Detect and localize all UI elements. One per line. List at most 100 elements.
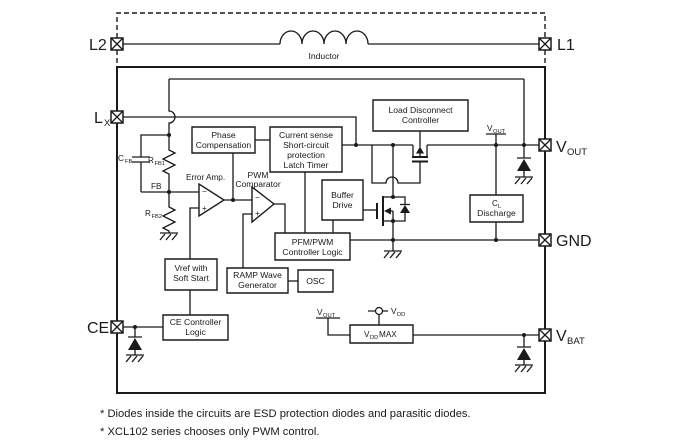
vdd-probe-label-sub: DD bbox=[397, 312, 405, 318]
ce-logic-label-1: CE Controller bbox=[170, 317, 222, 327]
vdd-probe-circle bbox=[376, 308, 383, 315]
phase-compensation-box bbox=[192, 127, 255, 153]
vbat-diode-triangle bbox=[517, 348, 531, 360]
junction-dot bbox=[494, 238, 498, 242]
pmos-terminals bbox=[413, 145, 427, 157]
junction-dot bbox=[391, 238, 395, 242]
pwm-comparator-label-2: Comparator bbox=[235, 179, 281, 189]
phase-compensation-label-2: Compensation bbox=[196, 140, 252, 150]
vout-esd-diode bbox=[515, 145, 533, 184]
ce-logic-box bbox=[163, 315, 228, 340]
vdd-max-label-sub: DD bbox=[370, 335, 378, 341]
pfm-pwm-logic-label-1: PFM/PWM bbox=[292, 237, 334, 247]
pin-gnd-label: GND bbox=[556, 233, 592, 250]
block-vdd-max: V DD MAX bbox=[350, 325, 413, 343]
pin-l2-label: L2 bbox=[89, 37, 107, 54]
vdd-max-label-max: MAX bbox=[379, 330, 397, 339]
pin-lx-x-icon bbox=[111, 111, 123, 123]
ce-logic-label-2: Logic bbox=[185, 327, 206, 337]
junction-dot bbox=[522, 333, 526, 337]
inductor-label: Inductor bbox=[308, 51, 339, 61]
pin-l1-label: L1 bbox=[557, 37, 575, 54]
footnote-2: * XCL102 series chooses only PWM control… bbox=[100, 426, 320, 438]
nmos-ground-symbol bbox=[384, 251, 402, 258]
rfb1-resistor bbox=[163, 135, 175, 192]
load-disconnect-label-2: Controller bbox=[402, 115, 439, 125]
pin-vbat-label: V bbox=[556, 328, 567, 345]
buffer-drive-label-1: Buffer bbox=[331, 190, 354, 200]
pwm-comparator-minus: − bbox=[255, 193, 260, 202]
pwm-comparator: PWM Comparator − + bbox=[235, 170, 285, 268]
pin-l1: L1 bbox=[539, 37, 575, 54]
cfb-capacitor-branch bbox=[132, 135, 169, 192]
pin-vbat-label-sub: BAT bbox=[567, 336, 585, 347]
divider-ground bbox=[160, 233, 178, 240]
ramp-generator-label-1: RAMP Wave bbox=[233, 270, 282, 280]
vout-diode-ground bbox=[515, 177, 533, 184]
load-disconnect-box bbox=[373, 100, 468, 131]
block-phase-compensation: Phase Compensation bbox=[192, 127, 255, 153]
vdd-max-label-v: V bbox=[364, 330, 370, 339]
junction-dot bbox=[494, 143, 498, 147]
junction-dot bbox=[231, 198, 235, 202]
pfm-pwm-logic-box bbox=[275, 233, 350, 260]
osc-box bbox=[298, 270, 333, 292]
buffer-drive-label-2: Drive bbox=[332, 200, 352, 210]
error-amp-triangle bbox=[199, 184, 224, 216]
ce-input-section bbox=[123, 327, 163, 362]
nmos-body-diode-loop bbox=[393, 197, 410, 221]
osc-label: OSC bbox=[306, 276, 325, 286]
pmos-body-arrow bbox=[416, 146, 424, 154]
block-current-sense: Current sense Short-circuit protection L… bbox=[270, 127, 342, 172]
pin-lx-label: L bbox=[94, 110, 103, 127]
rfb2-label-sub: FB2 bbox=[152, 214, 163, 220]
block-vref-soft-start: Vref with Soft Start bbox=[165, 259, 217, 290]
external-inductor-circuit: Inductor bbox=[117, 13, 545, 67]
vdd-max-box bbox=[350, 325, 413, 343]
fb-label: FB bbox=[151, 182, 162, 191]
junction-dot bbox=[391, 143, 395, 147]
error-amp-label: Error Amp. bbox=[186, 173, 225, 182]
vref-label-1: Vref with bbox=[174, 263, 207, 273]
pwm-output bbox=[274, 204, 285, 233]
pin-lx-label-sub: X bbox=[104, 118, 111, 129]
nmos-switch bbox=[377, 196, 410, 258]
pin-vbat: V BAT bbox=[539, 328, 585, 347]
load-disconnect-label-1: Load Disconnect bbox=[388, 105, 453, 115]
pin-lx: L X bbox=[94, 110, 123, 129]
pin-ce: CE bbox=[87, 320, 123, 337]
ce-diode-ground bbox=[126, 355, 144, 362]
chip-outline bbox=[117, 67, 545, 393]
package-pins: L2 L1 L X V OUT GND V BAT bbox=[87, 37, 592, 347]
pwm-comparator-label-1: PWM bbox=[247, 170, 268, 180]
vout-probe-bottom-label-sub: OUT bbox=[323, 313, 336, 319]
pwm-comparator-triangle bbox=[252, 187, 274, 222]
dashed-loop bbox=[117, 13, 545, 67]
pin-l1-x-icon bbox=[539, 38, 551, 50]
pmos-load-switch bbox=[412, 145, 428, 162]
pwm-comparator-plus: + bbox=[255, 209, 260, 218]
feedback-divider: C FB R FB1 FB R FB2 bbox=[118, 135, 199, 240]
gnd-rail bbox=[350, 240, 539, 251]
pin-l2-x-icon bbox=[111, 38, 123, 50]
vout-sense-probe-top: V OUT bbox=[486, 124, 506, 145]
feedback-left-drop bbox=[169, 79, 175, 135]
cl-discharge-label-2: Discharge bbox=[477, 208, 516, 218]
block-load-disconnect: Load Disconnect Controller bbox=[373, 100, 468, 131]
junction-dots bbox=[133, 133, 526, 337]
vdd-probe-wires bbox=[368, 311, 388, 325]
pin-vout-label-sub: OUT bbox=[567, 147, 587, 158]
cl-discharge-box bbox=[470, 195, 523, 222]
junction-dot bbox=[391, 219, 395, 223]
current-sense-label-1: Current sense bbox=[279, 130, 333, 140]
pin-vout-x-icon bbox=[539, 139, 551, 151]
nmos-body-diode bbox=[400, 205, 410, 213]
cfb-label-sub: FB bbox=[125, 159, 133, 165]
pin-ce-label: CE bbox=[87, 320, 109, 337]
vout-diode-wires bbox=[517, 145, 531, 177]
pin-gnd: GND bbox=[539, 233, 592, 250]
pfm-pwm-logic-label-2: Controller Logic bbox=[282, 247, 343, 257]
pin-ce-x-icon bbox=[111, 321, 123, 333]
internal-wires bbox=[123, 79, 539, 315]
